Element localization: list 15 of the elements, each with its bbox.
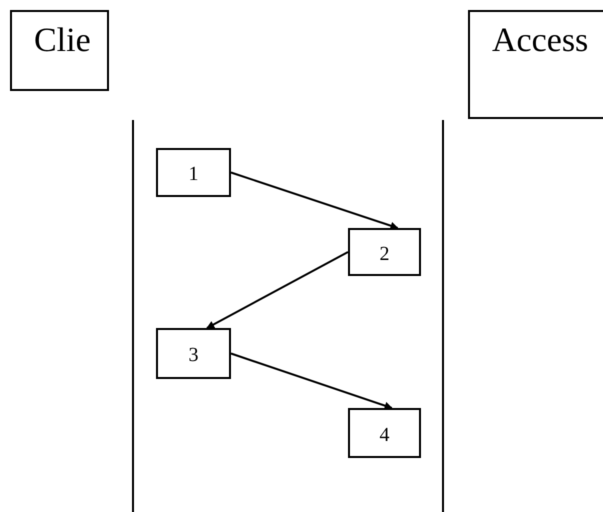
box-label: 1	[188, 163, 198, 186]
box-label: Clie	[34, 22, 91, 59]
process-box	[468, 10, 603, 119]
box-label: 2	[380, 242, 390, 266]
process-box	[156, 148, 231, 197]
process-box	[348, 228, 421, 276]
process-box	[348, 408, 421, 458]
arrow	[230, 352, 393, 410]
process-box	[156, 328, 231, 379]
arrow	[230, 172, 398, 230]
box-label: 4	[380, 424, 390, 446]
arrow	[206, 251, 348, 329]
box-label: 3	[188, 344, 198, 367]
box-label: Access	[492, 21, 590, 61]
process-box	[10, 10, 109, 91]
